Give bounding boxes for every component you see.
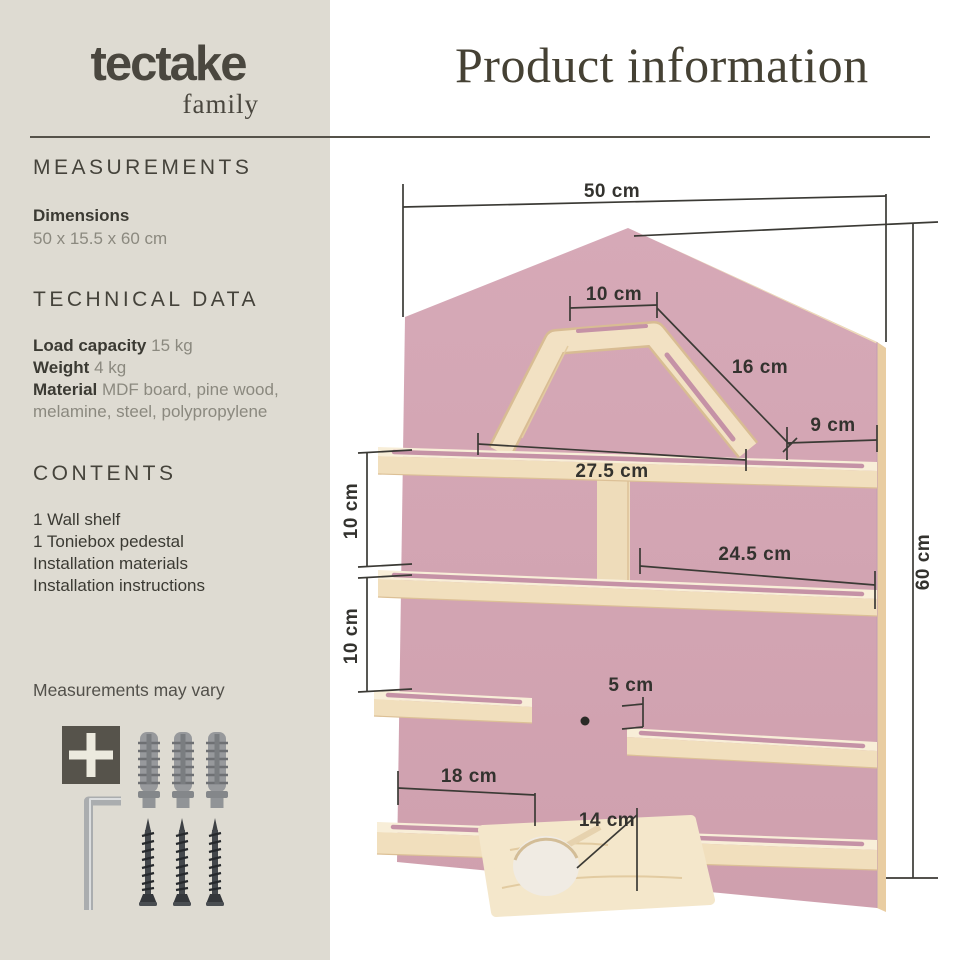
panel-right-edge <box>877 342 886 912</box>
shelf-small-left <box>373 690 533 724</box>
dim-label: 10 cm <box>341 608 362 664</box>
dim-top-width: 50 cm <box>402 181 887 342</box>
dim-label: 5 cm <box>608 675 653 696</box>
list-item: Installation materials <box>33 554 188 573</box>
load-capacity-value: 15 kg <box>151 336 193 355</box>
brand-sub: family <box>182 89 259 119</box>
measurements-note: Measurements may vary <box>33 680 225 700</box>
dimensions-label: Dimensions <box>33 206 130 225</box>
load-capacity-label: Load capacity <box>33 336 147 355</box>
brand-name: tectake <box>90 37 248 91</box>
roof-slot <box>664 352 736 442</box>
dim-label: 27.5 cm <box>575 461 648 482</box>
material-label: Material <box>33 380 98 399</box>
dim-label: 16 cm <box>732 357 788 378</box>
list-item: 1 Toniebox pedestal <box>33 532 184 551</box>
mounting-hole <box>580 716 590 726</box>
dim-label: 18 cm <box>441 766 497 787</box>
shelf-small-right <box>626 728 878 769</box>
list-item: Installation instructions <box>33 576 205 595</box>
shelf-row-1 <box>377 447 878 489</box>
contents-list: 1 Wall shelf 1 Toniebox pedestal Install… <box>33 509 205 597</box>
wall-plug-icon <box>138 732 160 808</box>
page-title: Product information <box>455 37 869 93</box>
dim-pedestal-depth: 14 cm <box>576 808 638 891</box>
wall-plug-icon <box>206 732 228 808</box>
wall-plug-icon <box>172 732 194 808</box>
dim-gap1: 10 cm <box>341 449 413 568</box>
dim-roof-slope: 16 cm <box>656 307 798 453</box>
screw-icon <box>206 818 224 906</box>
dim-bottom-shelf: 18 cm <box>397 766 536 826</box>
roof-shelf <box>488 321 759 459</box>
plus-icon <box>62 726 120 784</box>
material-value: MDF board, pine wood, melamine, steel, p… <box>33 380 279 421</box>
dimensions-value: 50 x 15.5 x 60 cm <box>33 229 168 248</box>
dim-label: 24.5 cm <box>718 544 791 565</box>
contents-heading: CONTENTS <box>33 462 177 485</box>
technical-rows: Load capacity 15 kg Weight 4 kg Material… <box>33 335 315 423</box>
toniebox-pedestal <box>478 815 715 917</box>
list-item: 1 Wall shelf <box>33 510 121 529</box>
dim-roof-top: 10 cm <box>569 284 658 321</box>
weight-label: Weight <box>33 358 90 377</box>
dim-roof-side: 9 cm <box>786 415 878 460</box>
hardware-icons <box>62 726 228 910</box>
dim-label: 60 cm <box>913 534 934 590</box>
roof-slot <box>576 324 648 333</box>
brand-logo: tectake family <box>77 40 259 118</box>
sidebar: tectake family MEASUREMENTS Dimensions 5… <box>0 0 330 960</box>
shelf-row-2 <box>377 570 878 617</box>
weight-value: 4 kg <box>94 358 127 377</box>
header-divider <box>30 136 930 138</box>
dim-label: 14 cm <box>579 810 635 831</box>
dimension-lines: 50 cm 60 cm 10 cm 16 cm 9 cm <box>341 181 939 891</box>
dim-gap2: 10 cm <box>341 574 413 693</box>
screw-icon <box>173 818 191 906</box>
dim-label: 10 cm <box>586 284 642 305</box>
dim-hole-offset: 5 cm <box>608 675 653 730</box>
screw-icon <box>139 818 157 906</box>
dim-shelf-row1: 27.5 cm <box>477 433 747 482</box>
material-row: Material MDF board, pine wood, melamine,… <box>33 379 315 423</box>
product-diagram: 50 cm 60 cm 10 cm 16 cm 9 cm <box>341 150 960 965</box>
dim-label: 9 cm <box>810 415 855 436</box>
dim-right-height: 60 cm <box>633 221 939 879</box>
load-capacity-row: Load capacity 15 kg <box>33 335 315 357</box>
pedestal-hole <box>513 836 579 896</box>
technical-heading: TECHNICAL DATA <box>33 288 259 311</box>
dim-label: 10 cm <box>341 483 362 539</box>
weight-row: Weight 4 kg <box>33 357 315 379</box>
measurements-heading: MEASUREMENTS <box>33 156 253 179</box>
dim-label: 50 cm <box>584 181 640 202</box>
allen-key-icon <box>84 796 121 910</box>
dim-shelf-row2: 24.5 cm <box>639 544 876 609</box>
